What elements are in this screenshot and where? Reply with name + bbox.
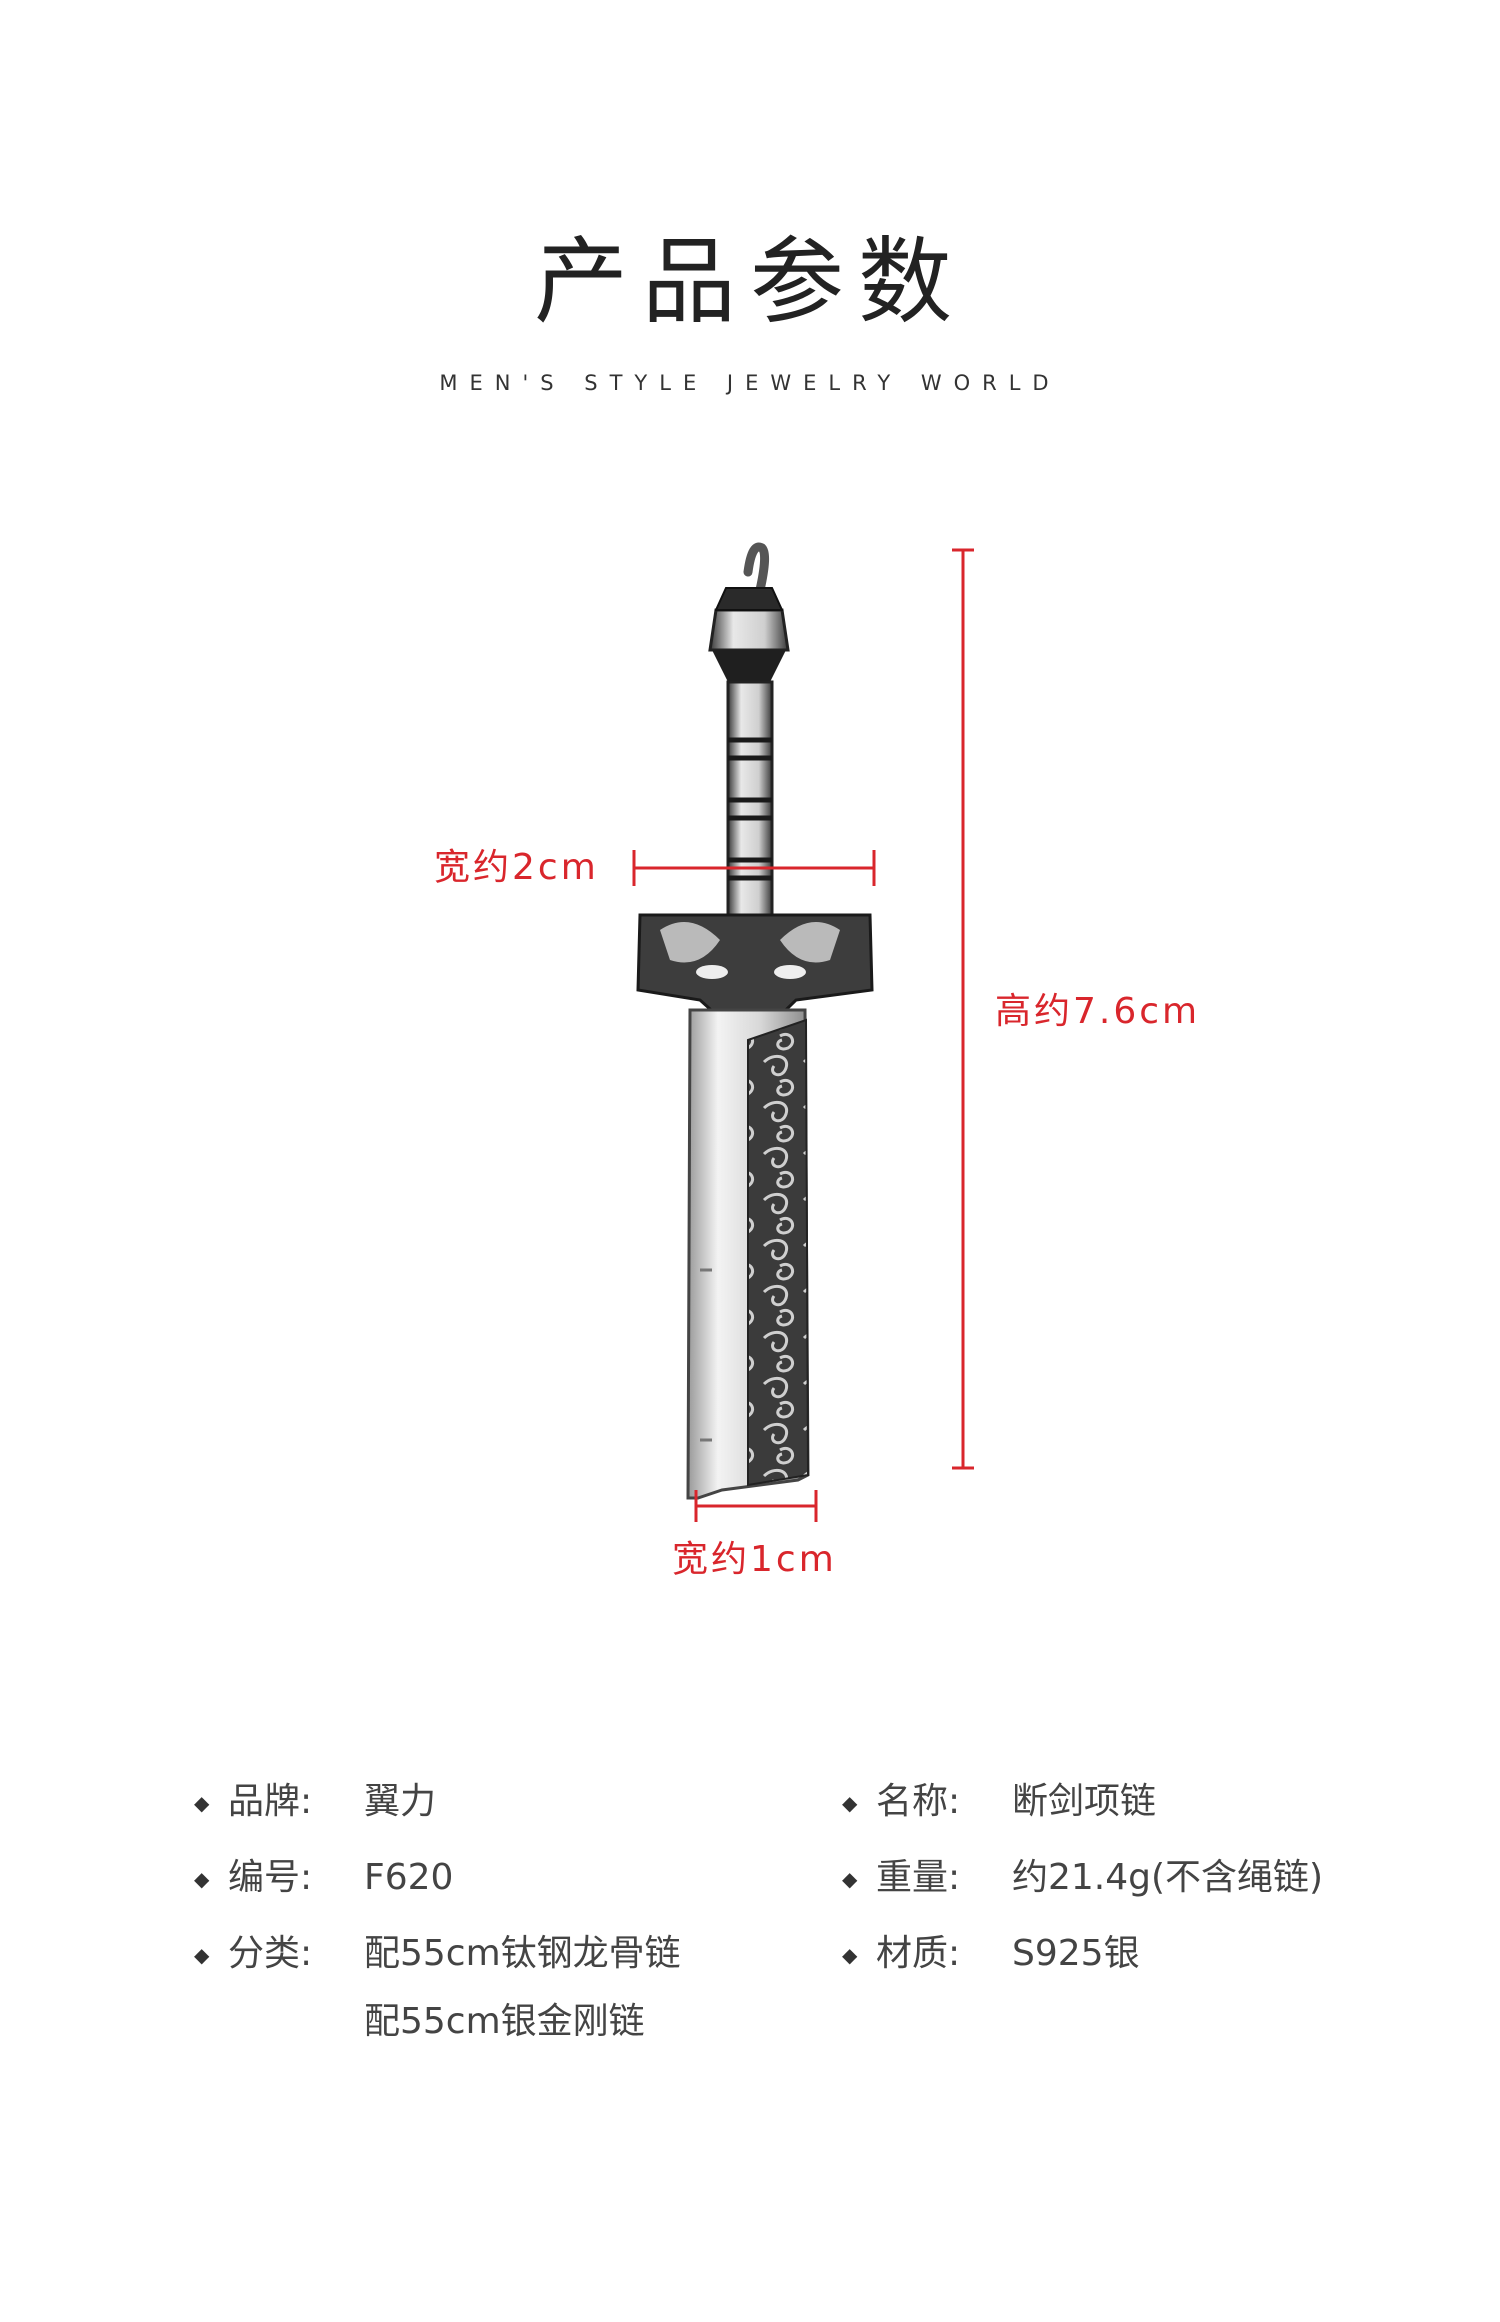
- product-diagram: 宽约2cm 高约7.6cm 宽约1cm: [0, 500, 1500, 1640]
- spec-brand: ◆ 品牌: 翼力: [194, 1784, 436, 1820]
- spec-category: ◆ 分类: 配55cm钛钢龙骨链: [194, 1936, 681, 1972]
- dimension-height-line: [952, 548, 974, 1470]
- spec-value: 翼力: [364, 1781, 437, 1822]
- spec-key: 重量:: [876, 1857, 961, 1898]
- diamond-bullet-icon: ◆: [842, 1791, 858, 1815]
- spec-weight: ◆ 重量: 约21.4g(不含绳链): [842, 1860, 1323, 1896]
- spec-value: 约21.4g(不含绳链): [1012, 1857, 1324, 1898]
- spec-value: 断剑项链: [1012, 1781, 1157, 1822]
- spec-material: ◆ 材质: S925银: [842, 1936, 1140, 1972]
- sword-pendant: [636, 542, 874, 1500]
- spec-key: 分类:: [228, 1933, 313, 1974]
- dimension-width-top-line: [632, 850, 876, 886]
- spec-value: 配55cm钛钢龙骨链: [364, 1933, 681, 1974]
- diamond-bullet-icon: ◆: [842, 1943, 858, 1967]
- sword-pendant-image: [632, 542, 974, 1522]
- spec-code: ◆ 编号: F620: [194, 1860, 453, 1896]
- dimension-width-bottom-label: 宽约1cm: [672, 1539, 837, 1580]
- spec-value: S925银: [1012, 1933, 1140, 1974]
- page-subtitle: MEN'S STYLE JEWELRY WORLD: [439, 371, 1061, 395]
- spec-key: 材质:: [876, 1933, 961, 1974]
- diamond-bullet-icon: ◆: [194, 1867, 210, 1891]
- diamond-bullet-icon: ◆: [194, 1791, 210, 1815]
- spec-key: 品牌:: [228, 1781, 313, 1822]
- diamond-bullet-icon: ◆: [842, 1867, 858, 1891]
- spec-name: ◆ 名称: 断剑项链: [842, 1784, 1156, 1820]
- spec-key: 名称:: [876, 1781, 961, 1822]
- dimension-height-label: 高约7.6cm: [995, 991, 1201, 1032]
- dimension-width-top-label: 宽约2cm: [434, 847, 599, 888]
- dimension-width-bottom-line: [694, 1490, 818, 1522]
- spec-key: 编号:: [228, 1857, 313, 1898]
- diamond-bullet-icon: ◆: [194, 1943, 210, 1967]
- spec-category-line2: 配55cm银金刚链: [364, 2004, 645, 2040]
- spec-value: 配55cm银金刚链: [364, 2001, 645, 2042]
- spec-value: F620: [364, 1857, 454, 1898]
- page-title: 产品参数: [533, 228, 966, 337]
